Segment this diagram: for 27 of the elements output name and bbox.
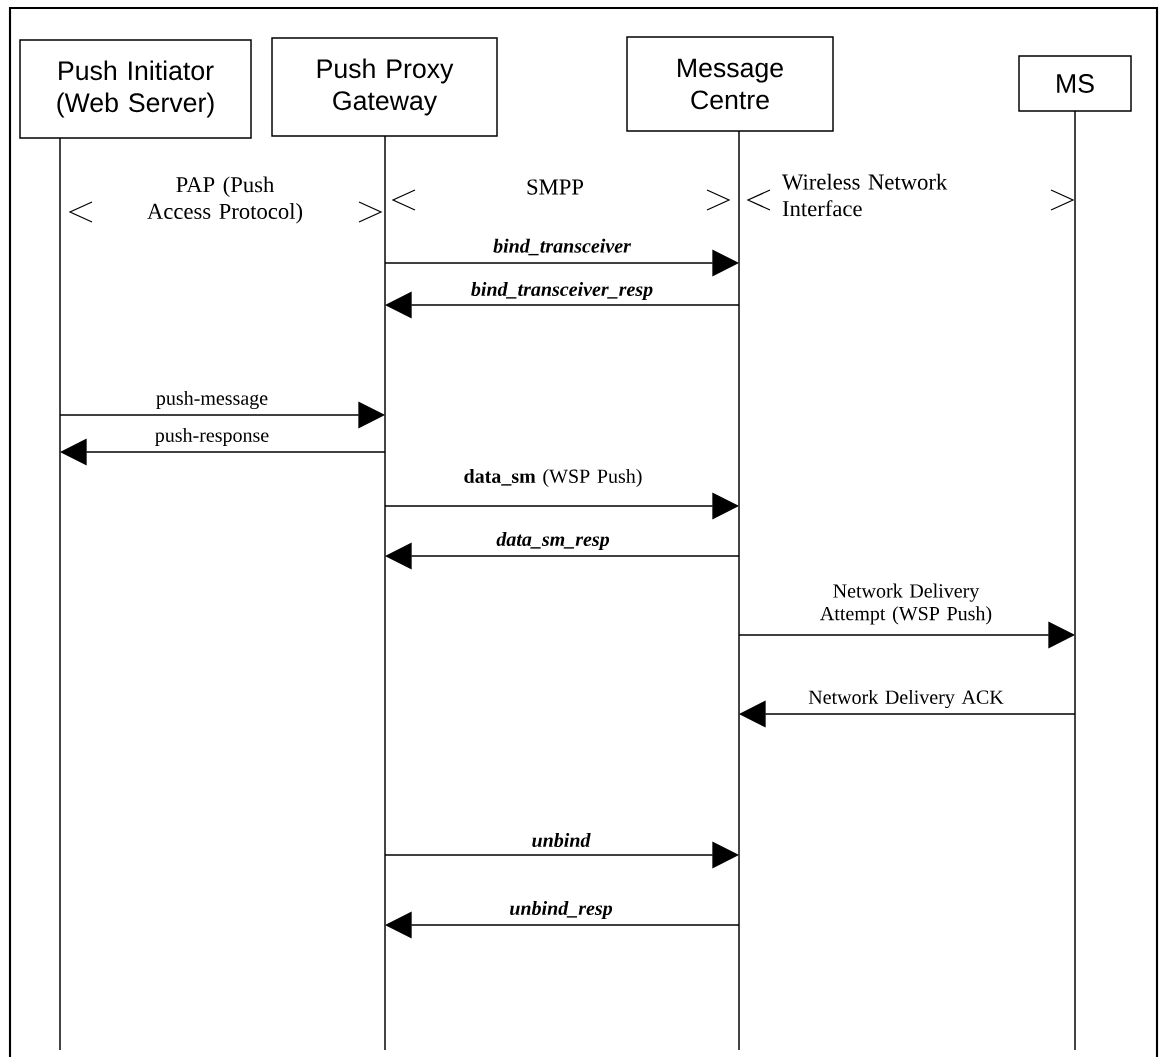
participant-box: Push Proxy Gateway (271, 37, 498, 137)
message-arrow (385, 291, 740, 319)
message-arrow (738, 621, 1075, 649)
message-arrow (60, 438, 386, 466)
message-arrow (59, 401, 385, 429)
participant-box: Push Initiator (Web Server) (19, 39, 252, 139)
protocol-label: Wireless Network Interface (782, 173, 948, 217)
message-label: unbind (532, 832, 591, 848)
message-label: push-message (156, 390, 268, 410)
message-label: bind_transceiver_resp (471, 281, 653, 301)
message-arrow (384, 841, 739, 869)
message-label: push-response (155, 427, 269, 447)
participant-box: MS (1018, 55, 1132, 112)
message-label: data_sm_resp (496, 531, 610, 551)
message-arrow (385, 911, 740, 939)
message-arrow (739, 700, 1076, 728)
participant-box: Message Centre (626, 36, 834, 132)
message-arrow (384, 249, 739, 277)
message-label: Network Delivery ACK (808, 689, 1004, 709)
protocol-label: SMPP (527, 179, 584, 195)
message-arrow (384, 492, 739, 520)
protocol-label: PAP (Push Access Protocol) (147, 176, 303, 224)
message-label: Network Delivery Attempt (WSP Push) (820, 583, 992, 625)
message-label: bind_transceiver (493, 238, 632, 256)
message-label: unbind_resp (510, 900, 613, 920)
message-arrow (385, 542, 740, 570)
message-label: data_sm (WSP Push) (464, 468, 642, 488)
